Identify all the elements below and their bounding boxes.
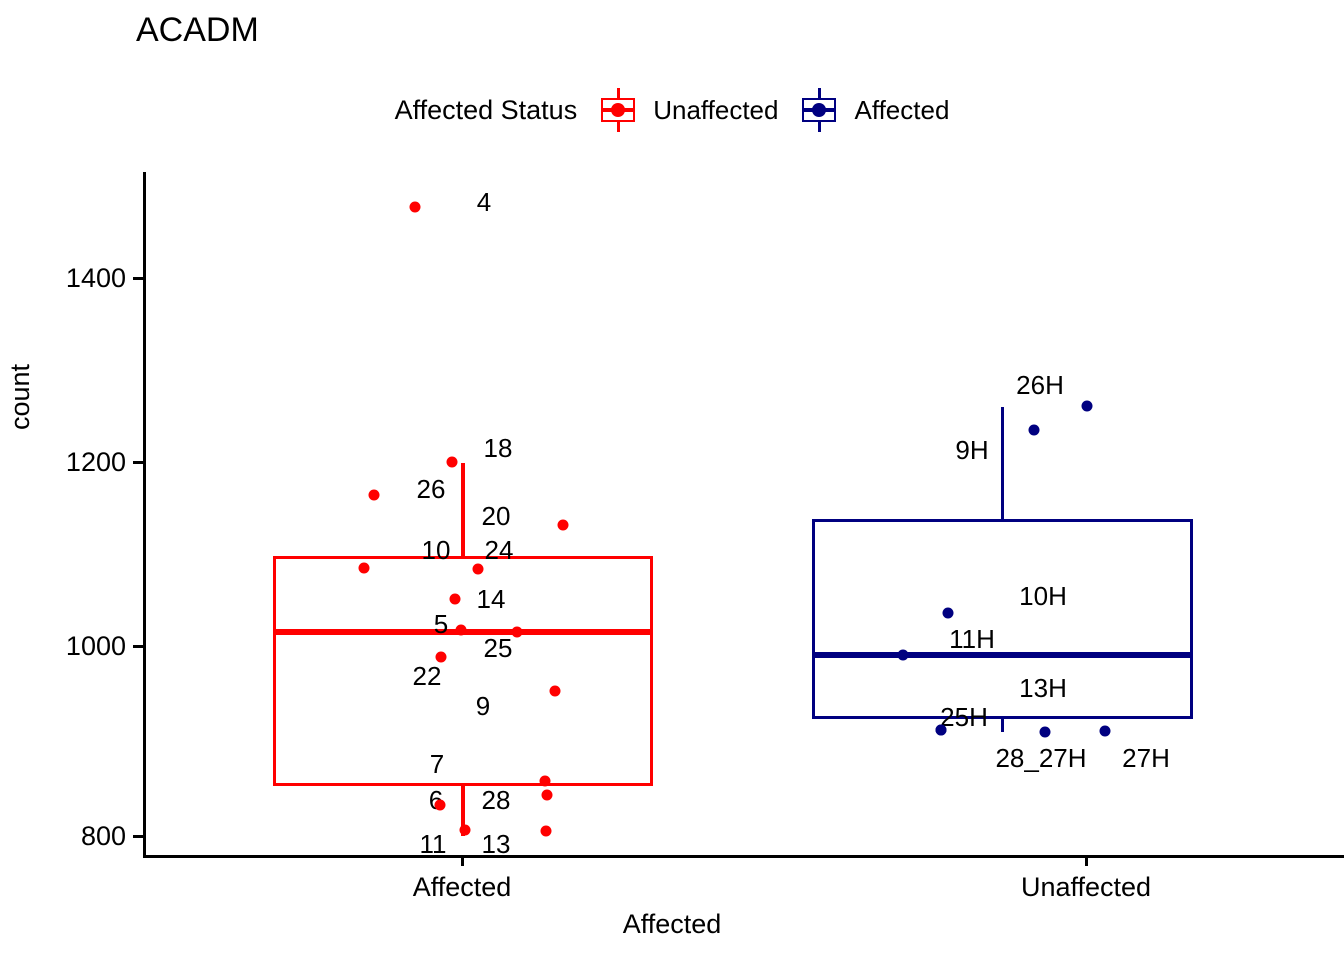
data-point-26[interactable] [368,489,380,501]
data-point-6[interactable] [434,799,446,811]
affected-group-box [273,556,653,786]
point-label-13: 13 [481,829,511,859]
page-title: ACADM [136,11,259,49]
data-point-24[interactable] [472,563,484,575]
legend-item-affected[interactable]: Affected [796,88,949,132]
affected-group-whisker-lower [461,786,465,836]
data-point-18[interactable] [446,456,458,468]
point-label-14: 14 [476,584,506,614]
data-point-11[interactable] [459,824,471,836]
data-point-28_27H[interactable] [1039,726,1051,738]
y-tick-1000 [133,645,144,648]
point-label-13H: 13H [1019,673,1067,703]
data-point-9H[interactable] [1028,424,1040,436]
point-label-20: 20 [481,501,511,531]
point-label-10: 10 [421,535,451,565]
data-point-26H[interactable] [1081,400,1093,412]
data-point-7[interactable] [539,775,551,787]
y-tick-label-1000: 1000 [65,631,126,661]
point-label-27H: 27H [1122,743,1170,773]
unaffected-group-box [812,519,1193,719]
x-axis-line [143,855,1344,858]
data-point-28[interactable] [541,789,553,801]
data-point-13[interactable] [540,825,552,837]
point-label-18: 18 [483,433,513,463]
point-label-22: 22 [412,661,442,691]
affected-group-whisker-upper [461,463,465,556]
data-point-9[interactable] [549,685,561,697]
data-point-25H[interactable] [935,724,947,736]
data-point-11H[interactable] [897,649,909,661]
legend: Affected Status Unaffected Affected [0,88,1344,132]
point-label-24: 24 [484,535,514,565]
data-point-5[interactable] [455,624,467,636]
data-point-20[interactable] [557,519,569,531]
legend-label-affected: Affected [854,95,950,125]
point-label-5: 5 [433,609,449,639]
point-label-28_27H: 28_27H [995,743,1087,773]
x-tick-label-affected: Affected [412,872,512,902]
y-tick-label-1400: 1400 [65,263,126,293]
unaffected-group-whisker-lower [1000,719,1004,732]
point-label-25H: 25H [940,702,988,732]
data-point-10H[interactable] [942,607,954,619]
y-axis-line [143,172,146,855]
legend-label-unaffected: Unaffected [653,95,779,125]
unaffected-group-whisker-upper [1000,407,1004,519]
unaffected-group-median-line [812,652,1193,658]
data-point-14[interactable] [449,593,461,605]
data-point-27H[interactable] [1099,725,1111,737]
point-label-26: 26 [416,474,446,504]
point-label-9H: 9H [955,435,989,465]
point-label-28: 28 [481,785,511,815]
x-axis-label: Affected [622,909,722,939]
y-tick-800 [133,835,144,838]
y-tick-label-1200: 1200 [65,447,126,477]
x-tick-unaffected [1085,855,1088,866]
y-tick-label-800: 800 [80,821,126,851]
point-label-7: 7 [429,749,445,779]
point-label-11: 11 [419,829,447,859]
data-point-4[interactable] [409,201,421,213]
point-label-10H: 10H [1019,581,1067,611]
data-point-22[interactable] [435,651,447,663]
x-tick-affected [461,855,464,866]
y-tick-1200 [133,461,144,464]
boxplot-key-icon-affected [796,88,842,132]
y-tick-1400 [133,277,144,280]
point-label-26H: 26H [1016,370,1064,400]
legend-title: Affected Status [394,95,578,125]
point-label-11H: 11H [949,624,995,654]
point-label-25: 25 [483,633,513,663]
data-point-10[interactable] [358,562,370,574]
point-label-4: 4 [476,187,492,217]
x-tick-label-unaffected: Unaffected [1020,872,1152,902]
point-label-9: 9 [475,691,491,721]
y-axis-label: count [5,363,35,430]
legend-item-unaffected[interactable]: Unaffected [595,88,778,132]
boxplot-key-icon-unaffected [595,88,641,132]
data-point-25[interactable] [511,626,523,638]
